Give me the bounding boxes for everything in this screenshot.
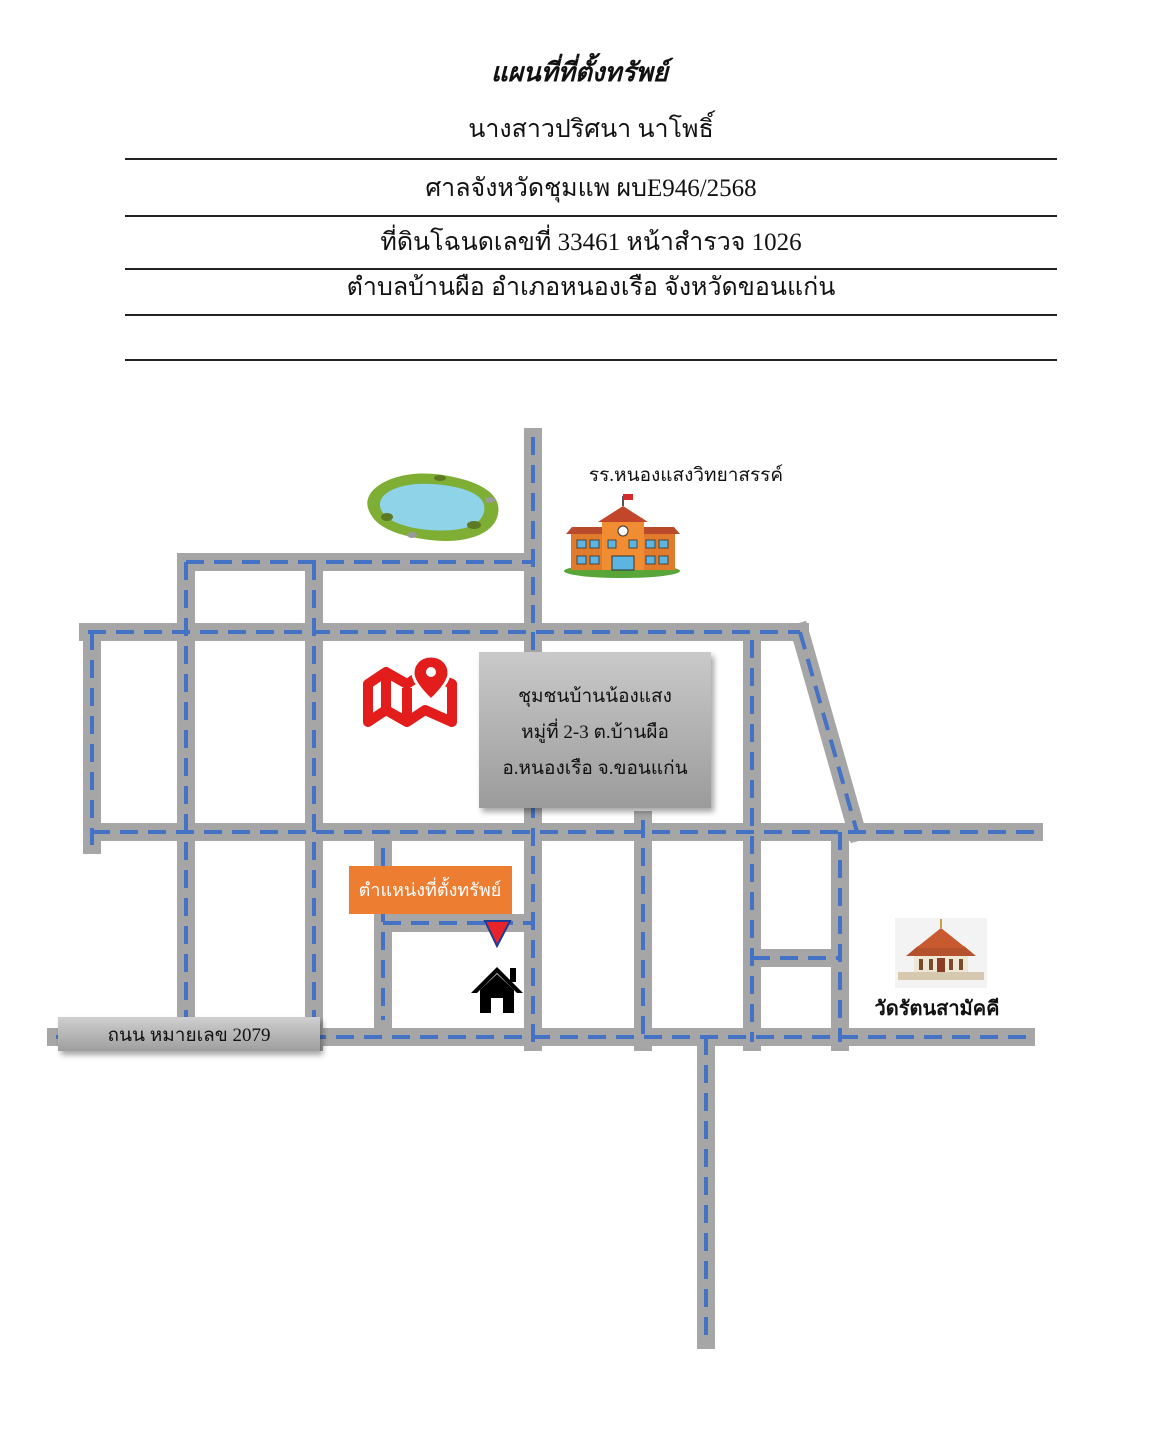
location-marker-icon [483,920,512,949]
road-network [47,428,1043,1349]
temple-label: วัดรัตนสามัคคี [875,997,1000,1020]
community-village: หมู่ที่ 2-3 ต.บ้านผือ [521,718,669,743]
location-pin [411,654,451,703]
divider [125,359,1057,361]
owner-name: นางสาวปริศนา นาโพธิ์ [468,116,714,143]
pond-icon [367,473,499,541]
divider [125,268,1057,270]
temple-icon [895,918,987,988]
map-pin-icon [363,667,457,727]
school-label: รร.หนองแสงวิทยาสรรค์ [589,464,783,486]
map-title: แผนที่ที่ตั้งทรัพย์ [490,58,669,87]
divider [125,314,1057,316]
home-icon [471,967,523,1013]
court-case: ศาลจังหวัดชุมแพ ผบE946/2568 [425,175,757,202]
community-name: ชุมชนบ้านน้องแสง [518,686,672,708]
road-centerline [798,631,859,833]
community-box: ชุมชนบ้านน้องแสง หมู่ที่ 2-3 ต.บ้านผือ อ… [479,652,711,808]
community-district: อ.หนองเรือ จ.ขอนแก่น [502,758,687,779]
school-icon [564,494,680,578]
property-label-text: ตำแหน่งที่ตั้งทรัพย์ [359,877,502,900]
property-label: ตำแหน่งที่ตั้งทรัพย์ [349,866,512,914]
road-label: ถนน หมายเลข 2079 [58,1017,320,1051]
road-label-text: ถนน หมายเลข 2079 [108,1025,271,1046]
deed-line: ที่ดินโฉนดเลขที่ 33461 หน้าสำรวจ 1026 [380,229,802,256]
divider [125,215,1057,217]
address-line: ตำบลบ้านผือ อำเภอหนองเรือ จังหวัดขอนแก่น [346,274,836,301]
divider [125,158,1057,160]
